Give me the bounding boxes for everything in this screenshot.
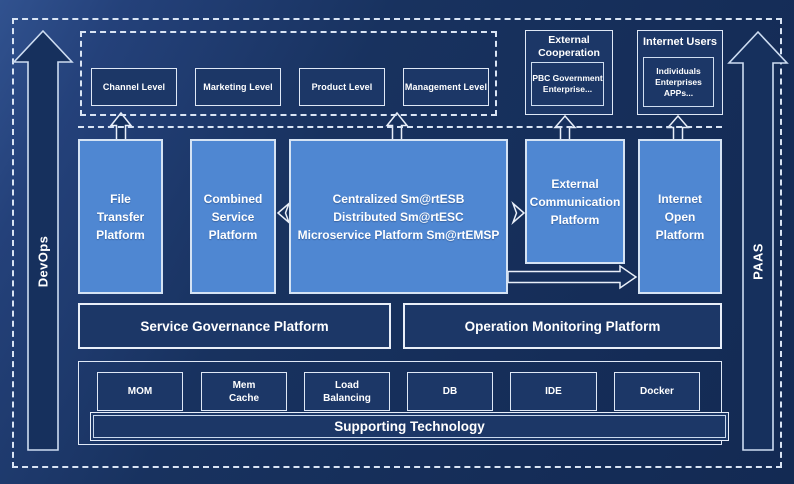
supporting-technology-label: Supporting Technology [334,419,485,434]
up-arrow-internet-open [666,114,690,141]
tech-box-docker: Docker [614,372,700,411]
service-governance-platform-box: Service Governance Platform [78,303,391,349]
tech-box-mom: MOM [97,372,183,411]
level-box-management: Management Level [403,68,489,106]
tech-label: IDE [545,386,562,397]
integration-dashed-line [78,126,722,128]
external-cooperation-title: External Cooperation [538,34,600,59]
tech-label: DB [442,386,458,397]
paas-arrow [727,30,789,451]
supporting-technology-bar: Supporting Technology [90,412,729,441]
outer-dashed-border [12,18,782,468]
file-transfer-platform-box: File Transfer Platform [78,139,163,294]
internet-open-platform-label: Internet Open Platform [655,191,705,242]
level-label: Marketing Level [203,82,273,92]
external-communication-platform-label: External Communication Platform [529,176,621,227]
level-box-channel: Channel Level [91,68,177,106]
external-communication-platform-box: External Communication Platform [525,139,625,264]
internet-users-box: Internet Users Individuals Enterprises A… [637,30,723,115]
tech-box-db: DB [407,372,493,411]
external-cooperation-box: External Cooperation PBC Government Ente… [525,30,613,115]
level-label: Product Level [311,82,373,92]
levels-dashed-box [80,31,497,116]
devops-label: DevOps [35,235,51,288]
combined-service-platform-label: Combined Service Platform [203,191,263,242]
level-box-product: Product Level [299,68,385,106]
tech-box-load-balancing: Load Balancing [304,372,390,411]
external-cooperation-inner-label: PBC Government Enterprise... [532,73,603,94]
chevron-right-arrow [511,201,526,225]
esb-platform-box: Centralized Sm@rtESB Distributed Sm@rtES… [289,139,508,294]
external-cooperation-inner-box: PBC Government Enterprise... [531,62,604,106]
supporting-container [78,361,722,445]
tech-label: Mem Cache [228,379,259,404]
operation-monitoring-platform-label: Operation Monitoring Platform [464,318,661,334]
chevron-left-arrow [276,201,291,225]
internet-users-title: Internet Users [643,36,717,48]
internet-users-inner-box: Individuals Enterprises APPs... [643,57,714,107]
devops-arrow [12,29,74,451]
esb-platform-label: Centralized Sm@rtESB Distributed Sm@rtES… [297,191,500,242]
tech-label: Load Balancing [323,379,371,404]
tech-box-mem-cache: Mem Cache [201,372,287,411]
service-governance-platform-label: Service Governance Platform [140,318,329,334]
tech-label: Docker [640,386,674,397]
level-label: Channel Level [102,82,166,92]
operation-monitoring-platform-box: Operation Monitoring Platform [403,303,722,349]
up-arrow-external-communication [553,114,577,141]
file-transfer-platform-label: File Transfer Platform [96,191,145,242]
level-box-marketing: Marketing Level [195,68,281,106]
tech-label: MOM [127,386,153,397]
combined-service-platform-box: Combined Service Platform [190,139,276,294]
tech-box-ide: IDE [510,372,597,411]
internet-users-inner-label: Individuals Enterprises APPs... [655,65,702,98]
internet-open-platform-box: Internet Open Platform [638,139,722,294]
level-label: Management Level [404,82,488,92]
paas-label: PAAS [750,243,766,280]
esb-to-internet-open-arrow [507,264,638,290]
